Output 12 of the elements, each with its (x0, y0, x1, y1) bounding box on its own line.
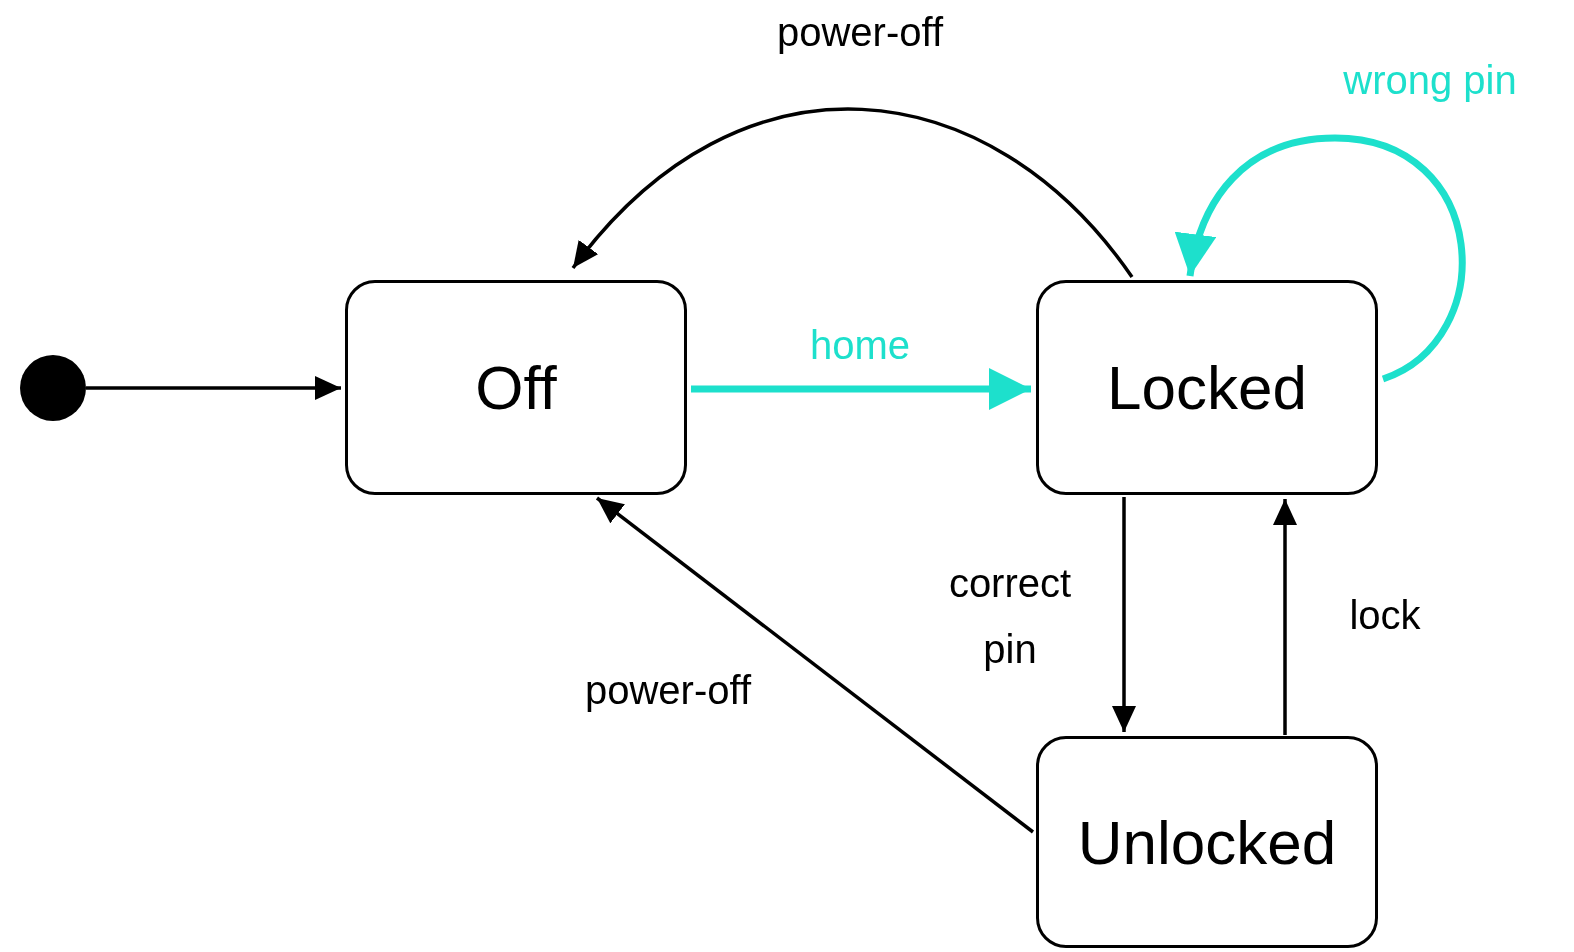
state-name: Locked (1107, 352, 1307, 423)
transition-arrow (1112, 497, 1136, 732)
transition-arrow (571, 107, 1134, 279)
transition-arrow (1273, 499, 1297, 735)
state-box (1036, 736, 1378, 948)
transition-arrow (86, 376, 341, 400)
state-name: Unlocked (1077, 806, 1337, 878)
state-name: Off (475, 352, 557, 423)
transition-arrow (595, 496, 1035, 834)
self-loop-arrow (1176, 134, 1466, 383)
state-box (1036, 280, 1378, 495)
state-box (345, 280, 687, 495)
